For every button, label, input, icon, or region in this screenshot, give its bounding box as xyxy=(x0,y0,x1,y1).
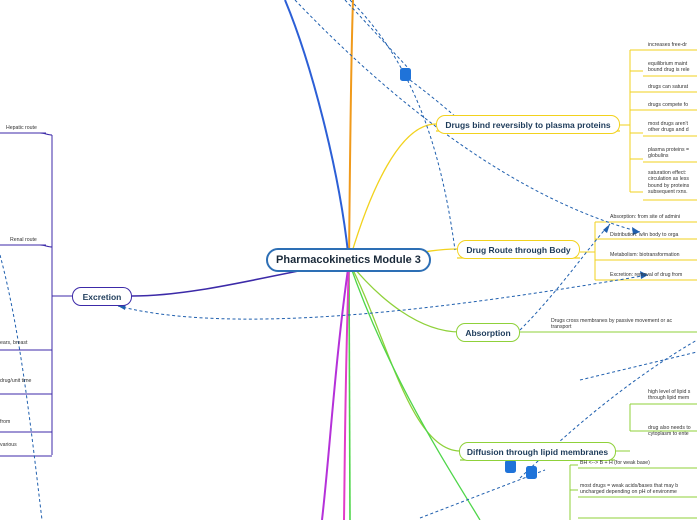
connector-green-straight xyxy=(348,261,351,520)
relationship-marker-icon[interactable] xyxy=(505,460,516,473)
route-tree xyxy=(580,221,606,281)
subtopic-diffusion[interactable]: high level of lipid s through lipid mem xyxy=(648,389,691,402)
subtopic-ionization[interactable]: BH <--> B + H (for weak base) xyxy=(580,460,650,466)
relationship-marker-icon[interactable] xyxy=(400,68,411,81)
subtopic-excretion[interactable]: Hepatic route xyxy=(6,125,37,131)
plasma-tree xyxy=(620,49,643,193)
topic-plasma-proteins[interactable]: Drugs bind reversibly to plasma proteins xyxy=(436,115,620,134)
subtopic-excretion[interactable]: ears, breast xyxy=(0,340,28,346)
subtopic-plasma[interactable]: increases free-dr xyxy=(648,42,687,48)
subtopic-plasma[interactable]: drugs can saturat xyxy=(648,84,689,90)
subtopic-plasma[interactable]: saturation effect: circulation as less b… xyxy=(648,170,690,195)
connector-pink xyxy=(343,261,350,520)
connector-plasma xyxy=(348,123,437,263)
connector-top-blue xyxy=(284,0,350,263)
connector-green-long xyxy=(348,261,481,520)
subtopic-excretion[interactable]: drug/unit time xyxy=(0,378,32,384)
relationship-marker-icon[interactable] xyxy=(526,466,537,479)
subtopic-plasma[interactable]: drugs compete fo xyxy=(648,102,689,108)
topic-absorption[interactable]: Absorption xyxy=(456,323,520,342)
connector-magenta xyxy=(321,261,350,520)
subtopic-ionization[interactable]: most drugs = weak acids/bases that may b… xyxy=(580,483,679,496)
subtopic-plasma[interactable]: equilibrium maint bound drug is rele xyxy=(648,61,690,74)
subtopic-excretion[interactable]: from xyxy=(0,419,11,425)
connector-top-orange xyxy=(348,0,354,263)
subtopic-excretion[interactable]: Renal route xyxy=(10,237,37,243)
topic-drug-route[interactable]: Drug Route through Body xyxy=(457,240,580,259)
subtopic-route[interactable]: Excretion: removal of drug from xyxy=(610,272,683,278)
connector-absorption xyxy=(348,261,461,333)
subtopic-route[interactable]: Absorption: from site of admini xyxy=(610,214,681,220)
plasma-leaf-underlines xyxy=(643,49,697,201)
diffusion-tree xyxy=(615,403,643,452)
subtopic-plasma[interactable]: most drugs aren't other drugs and d xyxy=(648,121,689,134)
subtopic-plasma[interactable]: plasma proteins = globulins xyxy=(648,147,690,160)
ionization-tree xyxy=(569,464,578,520)
subtopic-excretion[interactable]: various xyxy=(0,442,17,448)
excretion-tree xyxy=(39,132,72,455)
subtopic-absorption[interactable]: Drugs cross membranes by passive movemen… xyxy=(551,318,673,331)
central-topic[interactable]: Pharmacokinetics Module 3 xyxy=(266,248,431,272)
subtopic-route[interactable]: Metabolism: biotransformation xyxy=(610,252,680,258)
subtopic-route[interactable]: Distribution: w/in body to orga xyxy=(610,232,679,238)
topic-excretion[interactable]: Excretion xyxy=(72,287,132,306)
subtopic-diffusion[interactable]: drug also needs to cytoplasm to ente xyxy=(648,425,691,438)
connector-diffusion xyxy=(348,261,461,452)
topic-diffusion[interactable]: Diffusion through lipid membranes xyxy=(459,442,616,461)
